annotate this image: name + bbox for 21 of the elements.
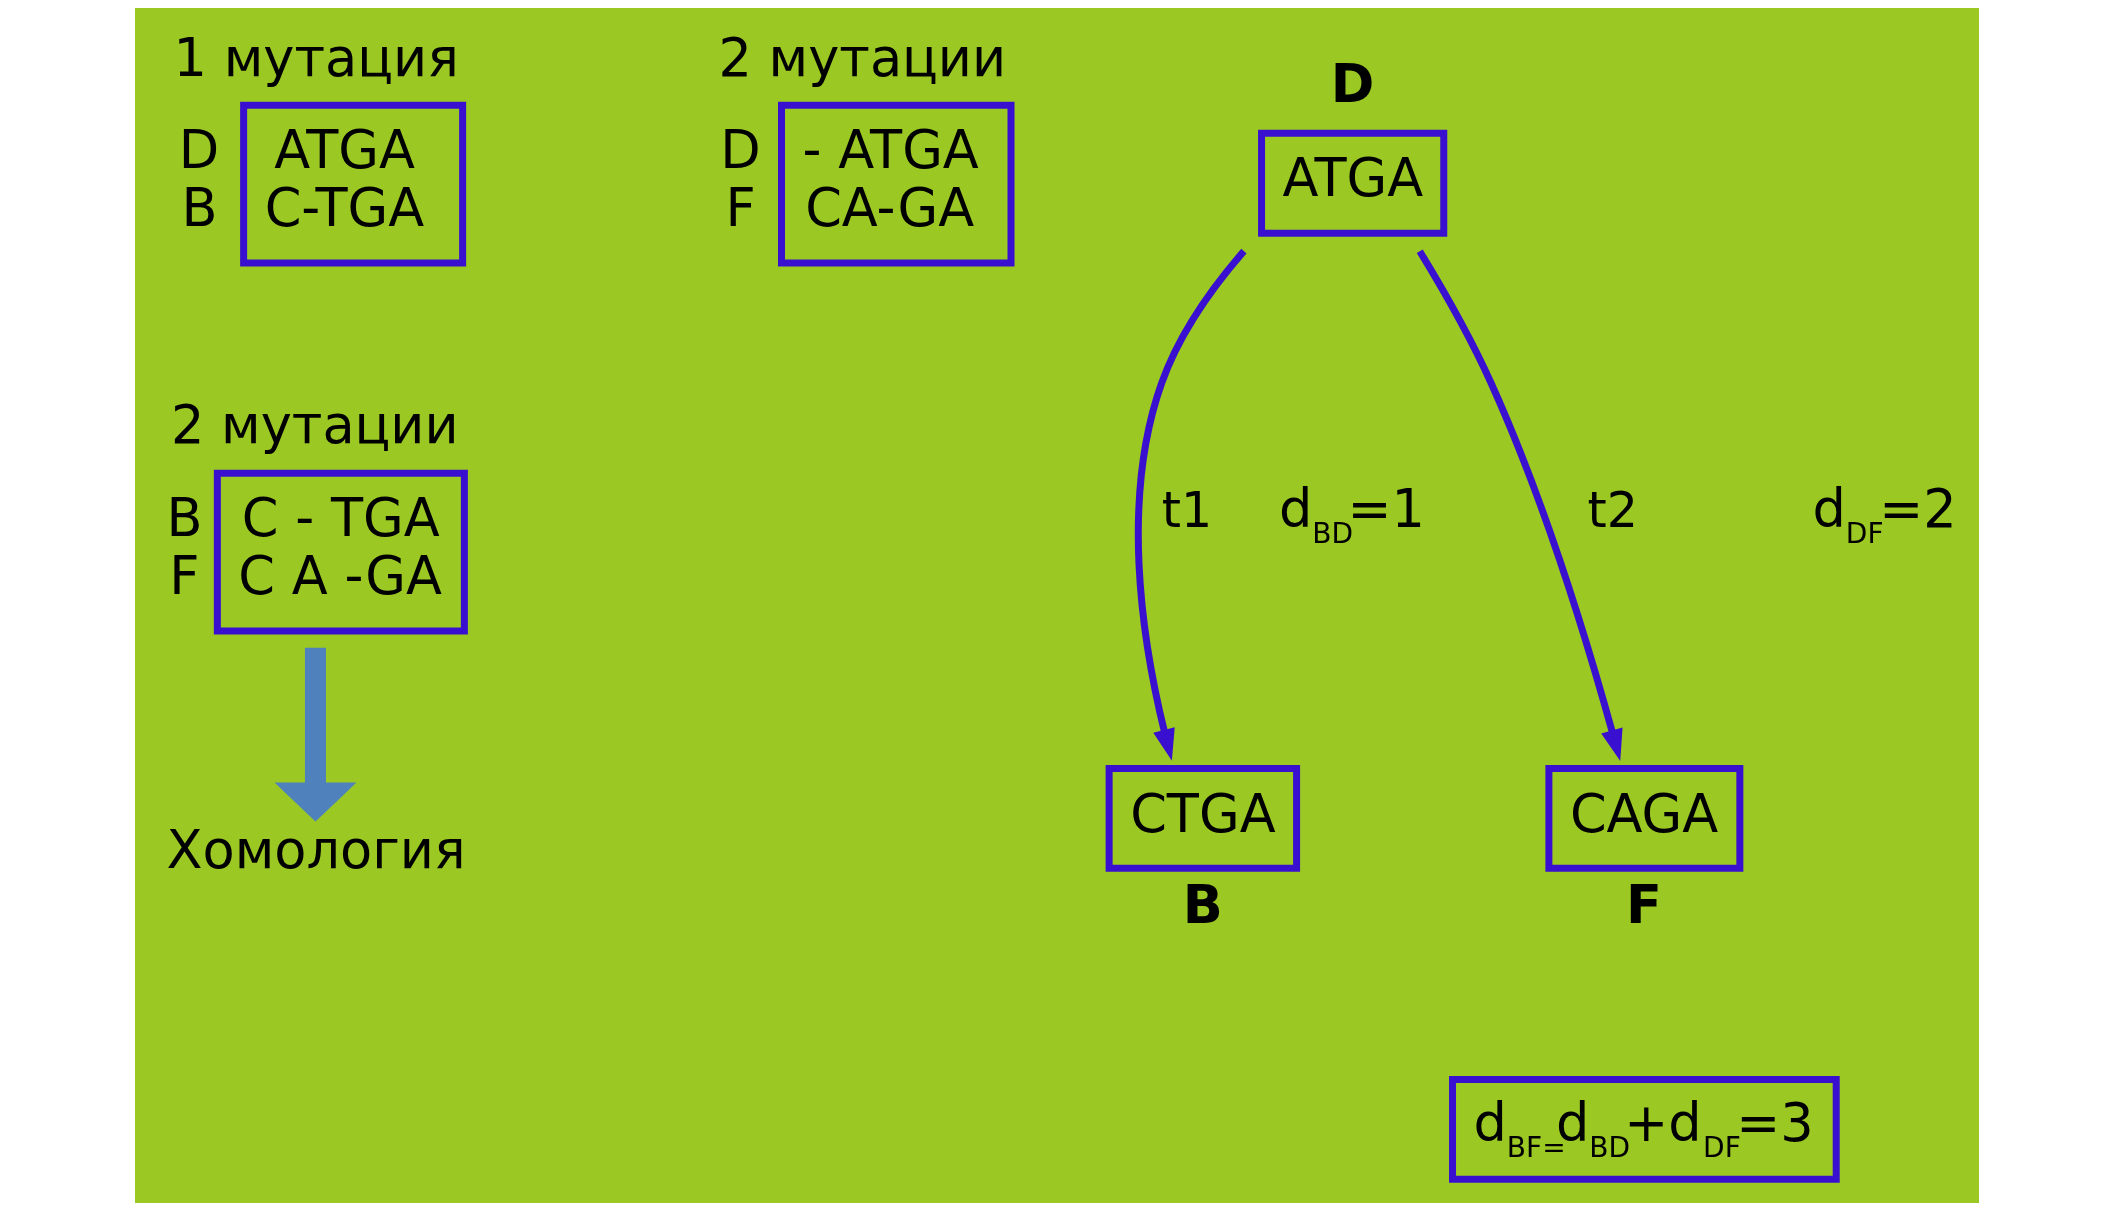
node-box: d$_{BF=}$d$_{BD}$+d$_{DF}$=3 — [1449, 1075, 1840, 1183]
node-label: 1 мутация — [173, 26, 459, 88]
node-box: CAGA — [1545, 764, 1744, 872]
node-label: D — [1330, 52, 1375, 114]
node-box: CTGA — [1105, 764, 1301, 872]
arrow — [274, 647, 357, 822]
arrow — [1416, 249, 1623, 761]
edge-label: t2 — [1587, 481, 1638, 540]
node-box: C - TGA C A -GA — [213, 469, 468, 635]
node-box: ATGA C-TGA — [240, 101, 467, 267]
label: d$_{BD}$=1 — [1279, 477, 1425, 551]
node-label: 2 мутации — [718, 26, 1007, 88]
label: d$_{DF}$=2 — [1812, 477, 1957, 551]
arrow — [1134, 248, 1247, 761]
node-label: 2 мутации — [170, 394, 459, 456]
node-box: ATGA — [1258, 129, 1448, 237]
edge-label: t1 — [1161, 481, 1213, 540]
node-label: B — [1182, 873, 1223, 935]
node-box: - ATGA CA-GA — [778, 101, 1015, 267]
node-text: Хомология — [166, 819, 466, 881]
node-label: F — [1625, 873, 1662, 935]
